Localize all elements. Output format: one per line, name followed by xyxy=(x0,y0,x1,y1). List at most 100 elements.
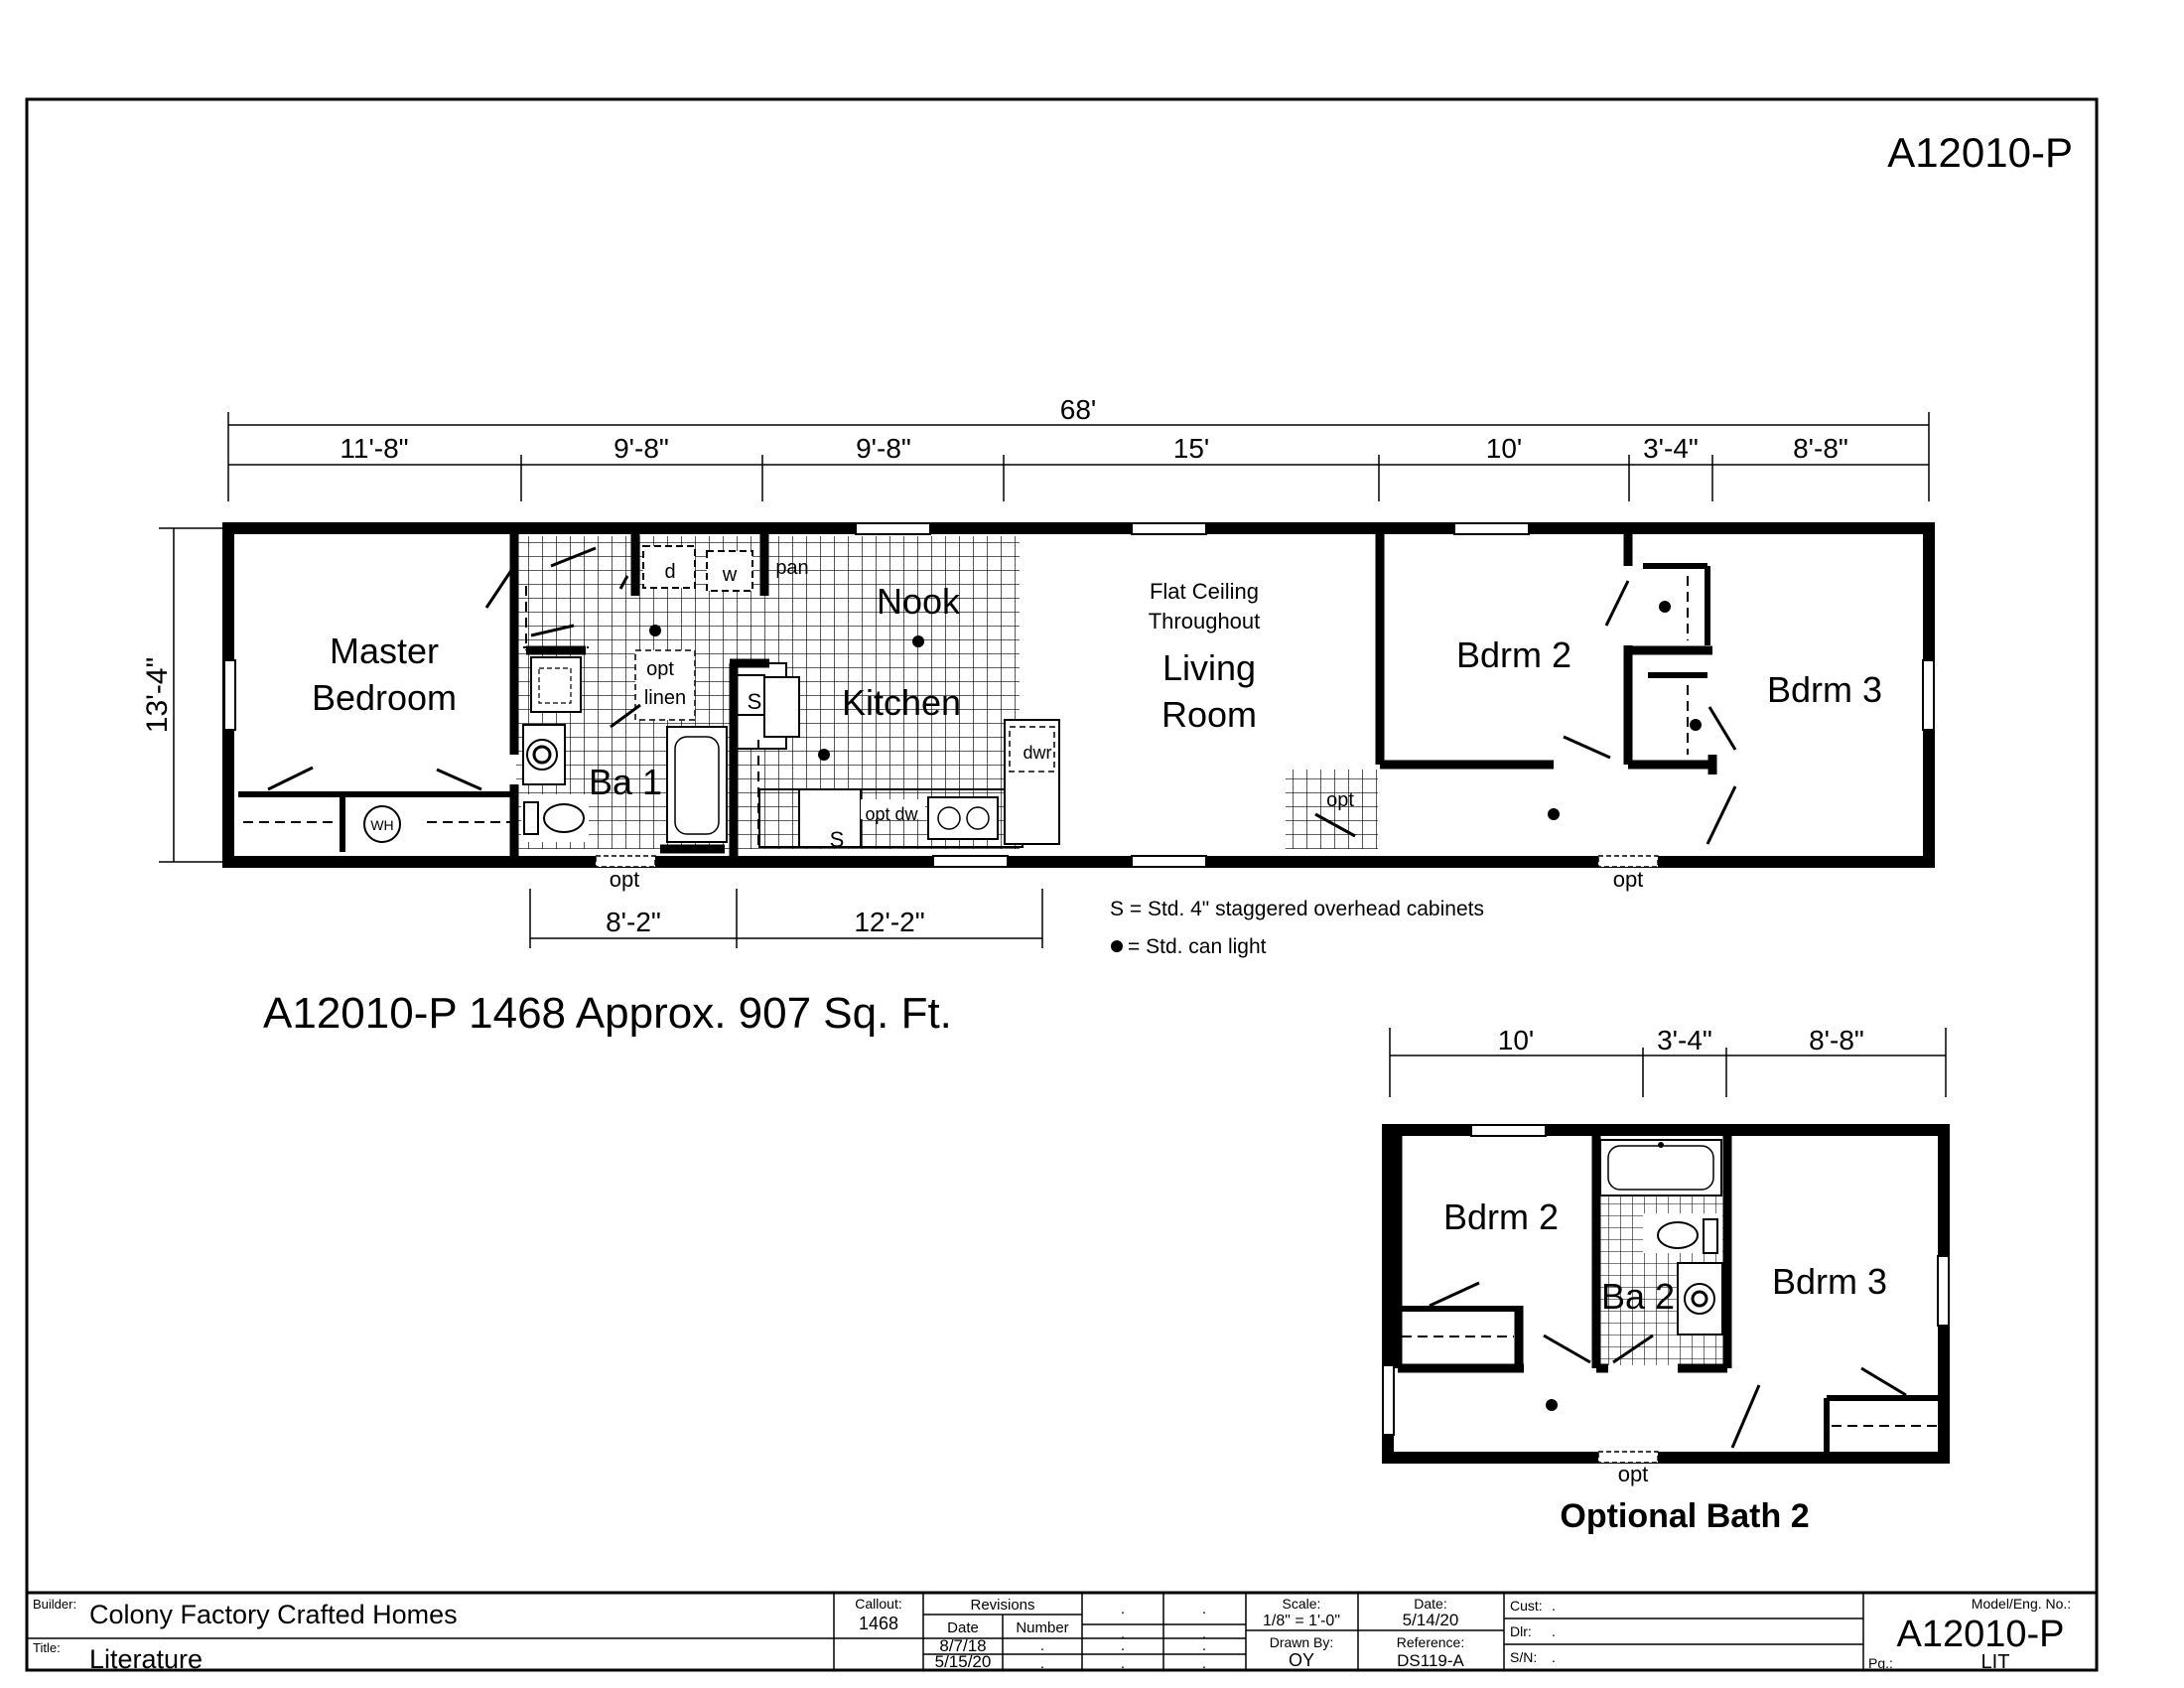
optional-bath-title: Optional Bath 2 xyxy=(1560,1497,1809,1535)
ba2-tub-inner xyxy=(1607,1145,1714,1191)
room-label-master: Bedroom xyxy=(312,677,457,718)
revisions-label: Revisions xyxy=(970,1597,1034,1614)
room-label-living: Room xyxy=(1161,694,1257,735)
sink-basin xyxy=(966,806,990,830)
callout-label: Callout: xyxy=(855,1596,901,1612)
room-label-nook: Nook xyxy=(877,581,961,622)
dim-label: 3'-4" xyxy=(1657,1025,1712,1055)
legend-light: = Std. can light xyxy=(1128,935,1267,958)
dryer xyxy=(642,545,696,589)
callout-value: 1468 xyxy=(859,1614,898,1633)
fixture-label: WH xyxy=(370,817,393,833)
room-label-ba1: Ba 1 xyxy=(589,762,662,802)
date-label: Date: xyxy=(1414,1596,1446,1612)
opt-room-label-ba2: Ba 2 xyxy=(1601,1276,1675,1317)
title-block-text: Builder: Colony Factory Crafted Homes Ti… xyxy=(33,1596,2071,1674)
fixture-label: S xyxy=(830,827,845,852)
fixture-label: opt dw xyxy=(865,804,918,824)
opt-linen-box xyxy=(634,649,696,721)
model-eng-value: A12010-P xyxy=(1896,1614,2064,1655)
closet-rods xyxy=(243,576,1689,849)
rev-dot: . xyxy=(1121,1637,1125,1654)
page-value: LIT xyxy=(1981,1651,2010,1673)
fixture-label: pan xyxy=(775,557,808,579)
dim-label: 10' xyxy=(1486,433,1523,464)
main-floor-plan: Master Bedroom Ba 1 Nook Kitchen Flat Ce… xyxy=(222,522,1935,892)
washer xyxy=(706,550,753,592)
can-light xyxy=(1546,1399,1558,1411)
title-value: Literature xyxy=(89,1644,203,1674)
toilet-bowl xyxy=(543,803,585,833)
scale-value: 1/8" = 1'-0" xyxy=(1263,1613,1340,1629)
fixture-label: dwr xyxy=(1023,743,1051,763)
opt-closet-rods xyxy=(1402,1336,1941,1427)
dlr-dot: . xyxy=(1552,1623,1556,1639)
room-label-bdrm3: Bdrm 3 xyxy=(1767,669,1882,710)
rev-dot: . xyxy=(1202,1625,1206,1642)
dim-label: 11'-8" xyxy=(340,433,408,464)
linen-inner xyxy=(538,667,572,704)
opt-doors xyxy=(595,855,1659,868)
water-heater xyxy=(363,805,401,843)
rev-dot: . xyxy=(1202,1601,1206,1618)
opt-room-label-bdrm2: Bdrm 2 xyxy=(1443,1196,1559,1237)
dim-label: 3'-4" xyxy=(1643,433,1699,464)
windows xyxy=(223,522,1935,868)
legend-cabinets: S = Std. 4" staggered overhead cabinets xyxy=(1110,898,1484,920)
reference-value: DS119-A xyxy=(1397,1651,1464,1670)
scale-label: Scale: xyxy=(1283,1596,1321,1612)
bottom-dimensions xyxy=(529,889,1043,948)
can-light xyxy=(1658,1142,1664,1148)
page-label: Pg.: xyxy=(1868,1655,1893,1671)
can-lights xyxy=(649,601,1702,820)
overall-width-label: 68' xyxy=(1060,394,1097,425)
fridge xyxy=(1004,719,1060,845)
room-label-kitchen: Kitchen xyxy=(842,682,961,723)
opt-room-label-bdrm3: Bdrm 3 xyxy=(1772,1261,1887,1302)
dim-label: 9'-8" xyxy=(856,433,911,464)
fixture-label: S xyxy=(748,689,762,714)
dim-label: 12'-2" xyxy=(854,907,924,937)
rev-dot: . xyxy=(1121,1601,1125,1618)
depth-dimension xyxy=(159,527,223,863)
model-eng-label: Model/Eng. No.: xyxy=(1972,1596,2071,1612)
opt-label: opt xyxy=(1618,1462,1649,1486)
rev-date: 5/15/20 xyxy=(935,1652,992,1671)
fridge-dashed xyxy=(1009,726,1055,773)
opt-label: opt xyxy=(610,867,640,892)
rev-dot: . xyxy=(1040,1655,1044,1672)
dim-label: 10' xyxy=(1498,1025,1535,1055)
model-code-header: A12010-P xyxy=(1887,129,2073,176)
room-label-master: Master xyxy=(330,631,439,671)
date-value: 5/14/20 xyxy=(1403,1611,1459,1629)
room-label-bdrm2: Bdrm 2 xyxy=(1456,634,1571,675)
fixture-label: opt xyxy=(646,658,674,680)
rev-number-header: Number xyxy=(1016,1619,1068,1636)
fixture-label: w xyxy=(722,564,738,586)
flat-ceiling-note: Throughout xyxy=(1149,609,1261,633)
plan-summary: A12010-P 1468 Approx. 907 Sq. Ft. xyxy=(263,989,952,1038)
drawn-by-value: OY xyxy=(1289,1650,1314,1670)
cust-dot: . xyxy=(1552,1598,1556,1614)
dim-label: 8'-8" xyxy=(1809,1025,1864,1055)
rev-dot: . xyxy=(1121,1655,1125,1672)
room-label-living: Living xyxy=(1162,647,1256,688)
dim-label: 9'-8" xyxy=(614,433,669,464)
bathtub-inner xyxy=(674,736,720,835)
rev-dot: . xyxy=(1121,1625,1125,1642)
rev-date: 8/7/18 xyxy=(939,1636,986,1655)
dim-label: 8'-8" xyxy=(1793,433,1848,464)
depth-label: 13'-4" xyxy=(141,657,174,733)
rev-dot: . xyxy=(1202,1637,1206,1654)
rev-dot: . xyxy=(1202,1655,1206,1672)
cust-label: Cust: xyxy=(1510,1598,1543,1614)
top-dimension-labels: 68' 11'-8" 9'-8" 9'-8" 15' 10' 3'-4" 8'-… xyxy=(340,394,1848,464)
closet-lines xyxy=(238,563,1710,852)
opt-windows xyxy=(1382,1124,1950,1464)
opt-interior-walls xyxy=(1393,1130,1732,1373)
ba2-toilet-tank xyxy=(1703,1218,1718,1254)
dim-label: 8'-2" xyxy=(606,907,661,937)
sn-dot: . xyxy=(1552,1649,1556,1665)
interior-walls xyxy=(509,528,1717,862)
